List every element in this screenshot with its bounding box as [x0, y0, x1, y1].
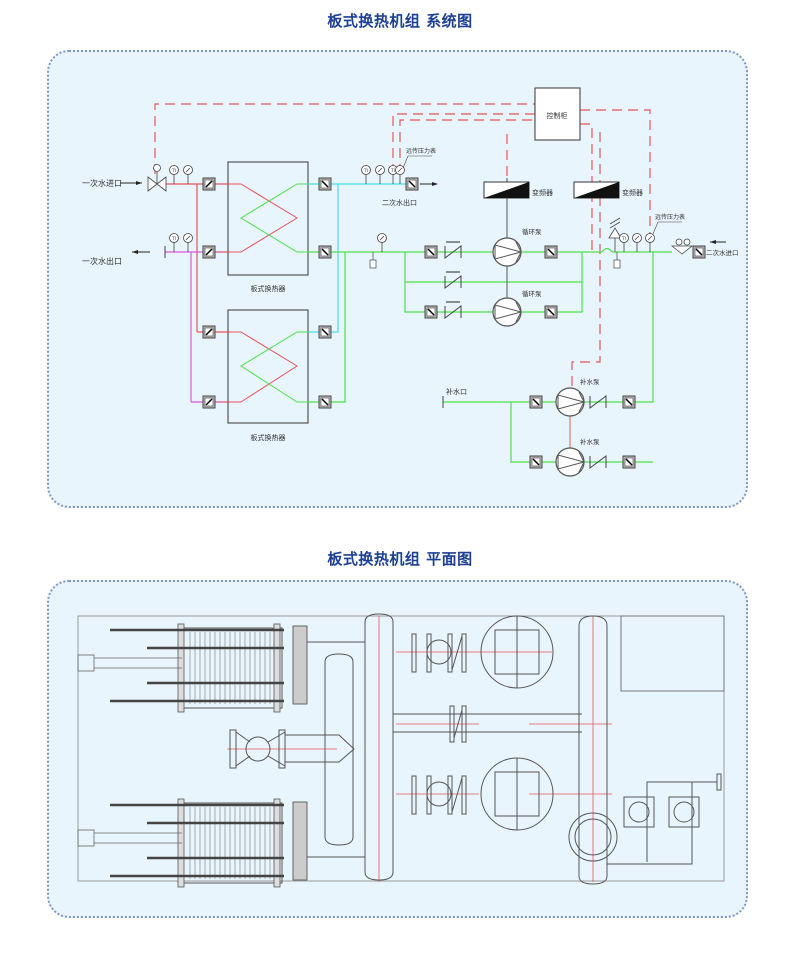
butterfly-valve[interactable]: [424, 305, 438, 319]
pressure-gauge-icon: [183, 233, 193, 253]
pressure-transmitter-icon: [395, 165, 405, 185]
butterfly-valve[interactable]: [318, 395, 332, 409]
controller-cabinet[interactable]: 控制柜: [534, 87, 581, 141]
circ-pump-2-label: 循环泵: [522, 289, 542, 298]
circulation-pump-plan-1[interactable]: [480, 615, 554, 689]
centerlines: [227, 616, 612, 882]
plan-view-title: 板式换热机组 平面图: [327, 550, 473, 568]
heat-exchanger-2-label: 板式换热器: [251, 433, 286, 442]
butterfly-valve[interactable]: [318, 177, 332, 191]
pressure-gauge-icon: [632, 233, 642, 253]
circulation-pump-plan-2[interactable]: [480, 757, 554, 831]
makeup-pumps-plan[interactable]: [607, 773, 722, 865]
secondary-outlet-label: 二次水出口: [382, 198, 417, 207]
control-cabinet-footprint[interactable]: [620, 615, 725, 692]
heat-exchanger-1[interactable]: [217, 161, 322, 276]
circulation-pump-2[interactable]: [492, 297, 522, 327]
flow-arrow-icon: [710, 240, 726, 244]
makeup-pump-1-label: 补水泵: [580, 377, 600, 386]
thermometer-icon: [361, 165, 371, 185]
safety-valve[interactable]: [608, 217, 622, 252]
pump-valves[interactable]: [393, 633, 582, 815]
strainer-icon[interactable]: [670, 238, 694, 255]
pressure-transmitter-icon: [645, 233, 655, 253]
strainer[interactable]: [229, 729, 355, 769]
makeup-pump-1[interactable]: [555, 387, 585, 417]
makeup-pump-2-label: 补水泵: [580, 437, 600, 446]
butterfly-valve[interactable]: [424, 245, 438, 259]
makeup-inlet-label: 补水口: [446, 387, 467, 396]
circ-pump-1-label: 循环泵: [522, 227, 542, 236]
butterfly-valve[interactable]: [622, 455, 636, 469]
primary-supply-pipe: [162, 183, 230, 333]
pipe-flanges: [292, 625, 308, 881]
control-valve[interactable]: [147, 164, 167, 192]
pressure-gauge-icon: [183, 165, 193, 185]
vfd-1[interactable]: [483, 181, 530, 199]
butterfly-valve[interactable]: [529, 395, 543, 409]
pressure-gauge-icon: [377, 233, 387, 253]
header-pipe-right: [568, 615, 618, 885]
thermometer-icon: [169, 233, 179, 253]
butterfly-valve[interactable]: [202, 245, 216, 259]
system-diagram-panel: TI 控制柜: [47, 50, 748, 508]
butterfly-valve[interactable]: [544, 305, 558, 319]
heat-exchanger-2[interactable]: [217, 309, 322, 424]
header-pipe-left: [307, 613, 394, 881]
thermometer-icon: [619, 233, 629, 253]
skid-frame: [77, 615, 725, 882]
drain-valve[interactable]: [369, 252, 377, 269]
controller-label: 控制柜: [547, 111, 568, 120]
plan-view: [77, 613, 725, 889]
butterfly-valve[interactable]: [202, 395, 216, 409]
secondary-return-pipe: [308, 247, 672, 463]
makeup-pump-2[interactable]: [555, 447, 585, 477]
butterfly-valve[interactable]: [622, 395, 636, 409]
flow-arrow-icon: [120, 181, 142, 185]
primary-inlet-label: 一次水进口: [82, 178, 122, 188]
butterfly-valve[interactable]: [529, 455, 543, 469]
heat-exchanger-1-label: 板式换热器: [251, 284, 286, 293]
vfd-2[interactable]: [573, 181, 620, 199]
butterfly-valve[interactable]: [202, 177, 216, 191]
butterfly-valve[interactable]: [318, 245, 332, 259]
flow-direction-marks: [446, 241, 460, 303]
vfd-1-label: 变频器: [532, 188, 553, 197]
pressure-gauge-icon: [375, 165, 385, 185]
butterfly-valve[interactable]: [405, 177, 419, 191]
vfd-2-label: 变频器: [622, 188, 643, 197]
flow-arrow-icon: [420, 182, 438, 186]
butterfly-valve[interactable]: [544, 245, 558, 259]
pressure-transmitter-label: 远传压力表: [406, 147, 436, 155]
system-diagram: TI 控制柜: [82, 87, 739, 477]
flow-arrow-icon: [132, 250, 150, 254]
control-signal-lines: [154, 103, 651, 396]
plan-view-panel: [47, 580, 748, 918]
primary-outlet-label: 一次水出口: [82, 256, 122, 266]
circulation-pump-1[interactable]: [492, 237, 522, 267]
thermometer-icon: [169, 165, 179, 185]
secondary-inlet-label: 二次水进口: [706, 248, 739, 257]
pressure-transmitter-2-label: 远传压力表: [655, 213, 685, 221]
butterfly-valve[interactable]: [692, 245, 706, 259]
drain-valve[interactable]: [613, 252, 621, 269]
system-diagram-title: 板式换热机组 系统图: [327, 12, 473, 30]
support-rails: [77, 654, 182, 847]
butterfly-valve[interactable]: [202, 325, 216, 339]
butterfly-valve[interactable]: [318, 325, 332, 339]
